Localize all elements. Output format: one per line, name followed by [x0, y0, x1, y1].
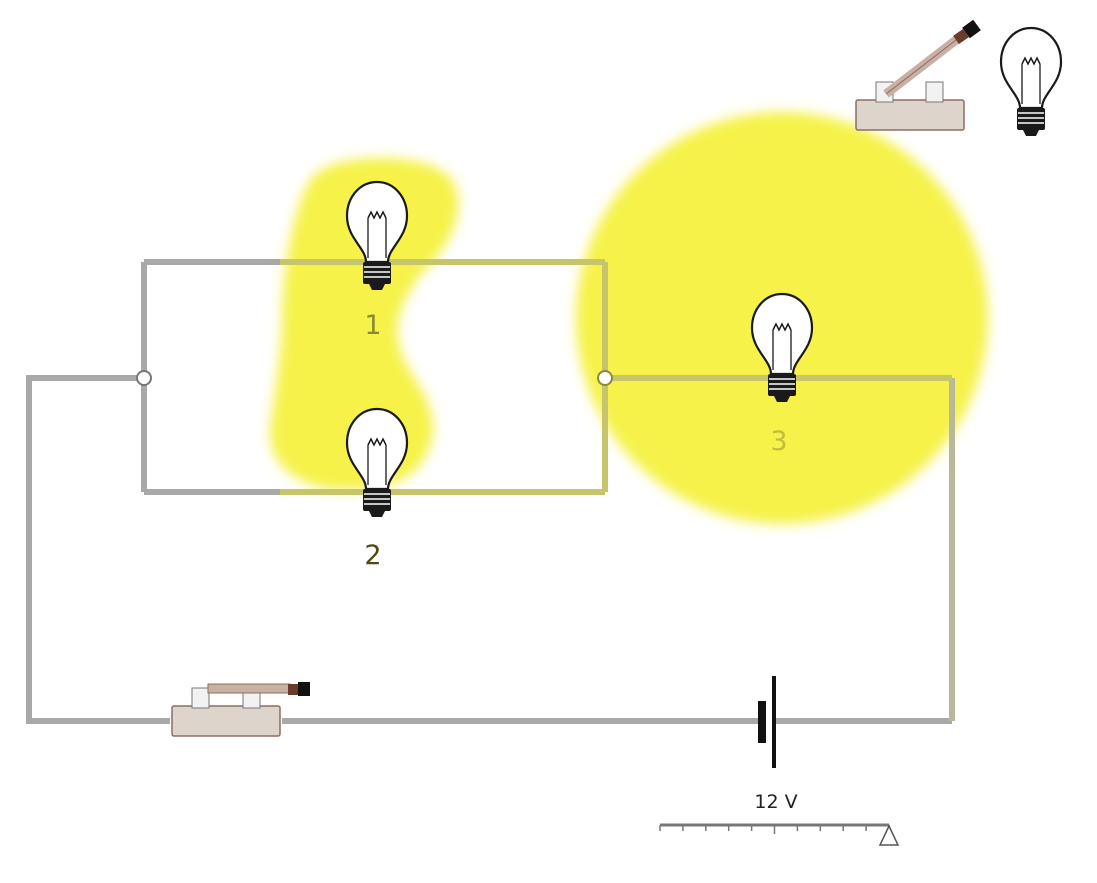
switch-handle: [288, 684, 298, 695]
legend-switch: [855, 19, 981, 131]
bulb-2-label: 2: [364, 540, 381, 571]
switch-handle: [953, 28, 969, 45]
battery-plate: [772, 676, 776, 768]
junction-left: [136, 370, 152, 386]
circuit-switch[interactable]: [171, 682, 310, 737]
switch-post: [925, 81, 944, 103]
junction-right: [597, 370, 613, 386]
light-bulb-icon: [999, 26, 1063, 138]
switch-post: [191, 687, 210, 709]
legend: [855, 19, 1063, 138]
switch-blade-edge: [885, 39, 957, 95]
bulb-3-label: 3: [770, 426, 787, 457]
battery: [758, 676, 776, 768]
battery-icon: [758, 701, 766, 743]
switch-base: [171, 705, 281, 737]
switch-blade: [207, 683, 291, 694]
bulb-2[interactable]: [345, 407, 409, 519]
switch-base: [855, 99, 965, 131]
triangle-handle-icon[interactable]: [878, 824, 900, 846]
bulb-1-label: 1: [364, 310, 381, 341]
light-bulb-icon: [345, 407, 409, 519]
voltage-slider[interactable]: [659, 823, 900, 846]
bulb-1-2-glow: [269, 158, 459, 491]
switch-handle-grip: [298, 682, 310, 696]
battery-voltage-label: 12 V: [754, 791, 797, 813]
wire-left-loop: [26, 375, 170, 724]
switch-handle-grip: [962, 19, 981, 39]
legend-bulb: [999, 26, 1063, 138]
